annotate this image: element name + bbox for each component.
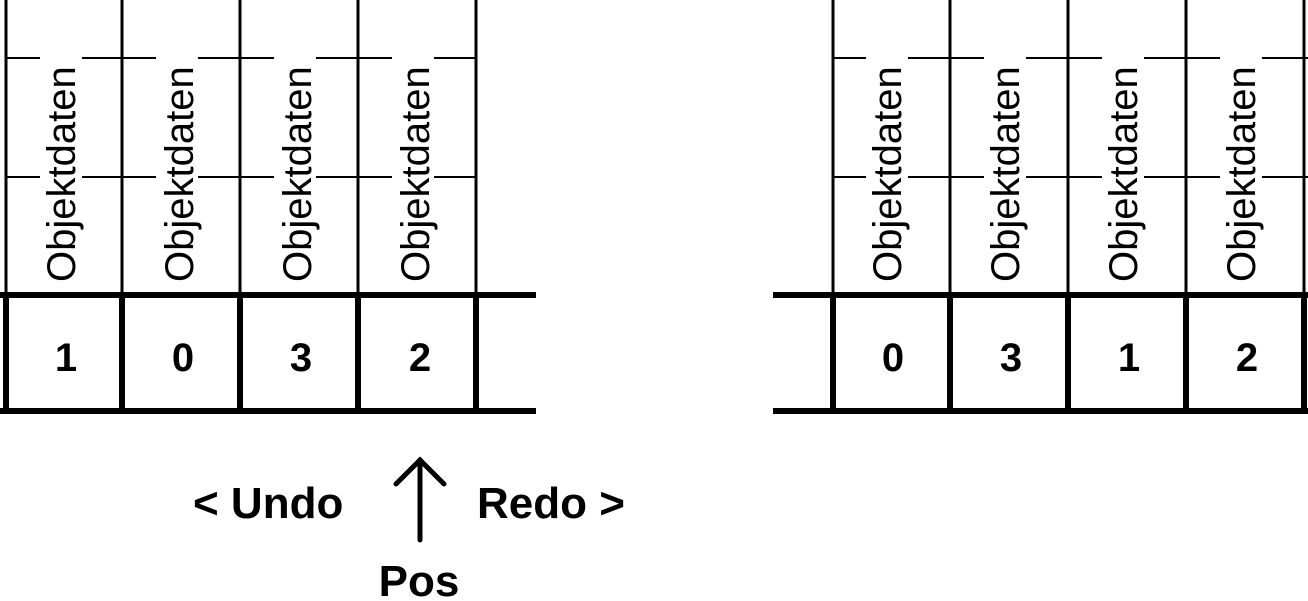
left-index-cell-1: 1 [55,336,77,380]
left-column-lines [4,0,478,295]
left-column-label-3: Objektdaten [276,66,320,282]
left-index-cell-3: 3 [290,336,312,380]
left-index-row [0,292,536,414]
left-index-cell-2: 0 [172,336,194,380]
position-label: Pos [379,557,460,601]
right-column-label-4: Objektdaten [1220,66,1264,282]
position-controls: < Undo Redo > Pos [193,456,625,601]
right-index-cell-4: 2 [1236,336,1258,380]
left-column-label-2: Objektdaten [158,66,202,282]
left-index-cell-4: 2 [409,336,431,380]
left-column-label-1: Objektdaten [40,66,84,282]
left-row-lines [6,57,476,178]
right-column-label-1: Objektdaten [866,66,910,282]
right-column-lines [831,0,1306,295]
right-index-cell-1: 0 [882,336,904,380]
left-array: Objektdaten Objektdaten Objektdaten Obje… [0,0,536,414]
right-array: Objektdaten Objektdaten Objektdaten Obje… [773,0,1308,414]
right-index-cell-3: 1 [1118,336,1140,380]
right-index-row [773,292,1308,414]
right-row-lines [833,57,1308,178]
right-index-cell-2: 3 [1000,336,1022,380]
left-column-label-4: Objektdaten [394,66,438,282]
position-arrow-icon [393,456,447,543]
undo-label[interactable]: < Undo [193,479,343,528]
right-column-label-3: Objektdaten [1102,66,1146,282]
right-column-label-2: Objektdaten [984,66,1028,282]
redo-label[interactable]: Redo > [477,479,625,528]
